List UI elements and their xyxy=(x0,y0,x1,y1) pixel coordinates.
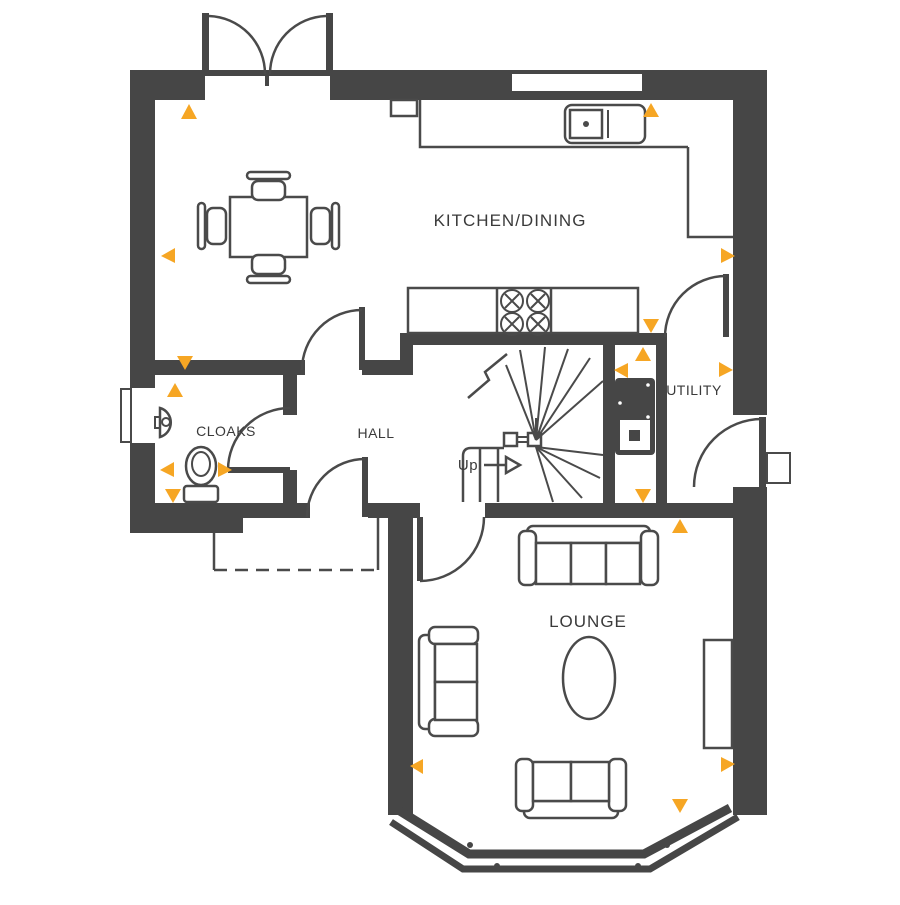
door-cloaks xyxy=(226,406,291,473)
marker-triangle xyxy=(672,519,688,533)
marker-triangle xyxy=(643,103,659,117)
toilet-icon xyxy=(182,445,220,504)
stairs-icon xyxy=(461,346,604,503)
tv-unit-icon xyxy=(702,638,734,750)
kitchen-window xyxy=(512,70,642,100)
room-label-cloaks: CLOAKS xyxy=(196,423,256,439)
tall-unit-recess xyxy=(686,147,733,239)
bay-window xyxy=(389,804,740,873)
marker-triangle xyxy=(635,347,651,361)
marker-triangle xyxy=(167,383,183,397)
sofa-3-seat-icon xyxy=(517,524,660,587)
door-front xyxy=(305,457,368,518)
marker-triangle xyxy=(643,319,659,333)
marker-triangle xyxy=(177,356,193,370)
stair-break-line xyxy=(467,353,508,399)
sofa-2-seat-bay-icon xyxy=(514,757,628,820)
marker-triangle xyxy=(181,104,197,119)
marker-triangle xyxy=(160,462,174,477)
direction-markers xyxy=(160,103,735,813)
marker-triangle xyxy=(672,799,688,813)
room-label-hall: HALL xyxy=(357,425,394,441)
stairs-up-label: Up xyxy=(458,457,478,474)
room-label-kitchen-dining: KITCHEN/DINING xyxy=(434,211,587,230)
worktop xyxy=(389,98,733,239)
marker-triangle xyxy=(721,248,735,263)
dining-table-icon xyxy=(228,195,309,259)
marker-triangle xyxy=(218,462,232,477)
cloaks-window xyxy=(120,388,132,443)
walls xyxy=(130,70,767,815)
washing-machine-icon xyxy=(615,378,655,455)
french-doors-icon xyxy=(202,13,333,86)
door-kitchen-utility xyxy=(663,274,729,338)
porch-canopy xyxy=(212,518,380,572)
dining-chairs xyxy=(196,170,341,285)
marker-triangle xyxy=(719,362,733,377)
marker-triangle xyxy=(165,489,181,503)
marker-triangle xyxy=(635,489,651,503)
marker-triangle xyxy=(721,757,735,772)
marker-triangle xyxy=(614,363,628,378)
sofa-2-seat-left-icon xyxy=(417,625,480,738)
up-arrowhead-icon xyxy=(504,454,523,476)
kitchen-sink-icon xyxy=(563,103,647,145)
door-lounge xyxy=(417,516,486,583)
door-utility-back xyxy=(692,417,791,488)
coffee-table-icon xyxy=(561,635,617,721)
door-dining-hall xyxy=(300,307,365,371)
marker-triangle xyxy=(161,248,175,263)
room-label-utility: UTILITY xyxy=(666,382,722,398)
marker-triangle xyxy=(410,759,423,774)
stairs-up-arrow: Up xyxy=(458,454,523,476)
room-label-lounge: LOUNGE xyxy=(549,612,627,631)
hob-icon xyxy=(406,286,640,336)
basin-icon xyxy=(154,406,172,439)
